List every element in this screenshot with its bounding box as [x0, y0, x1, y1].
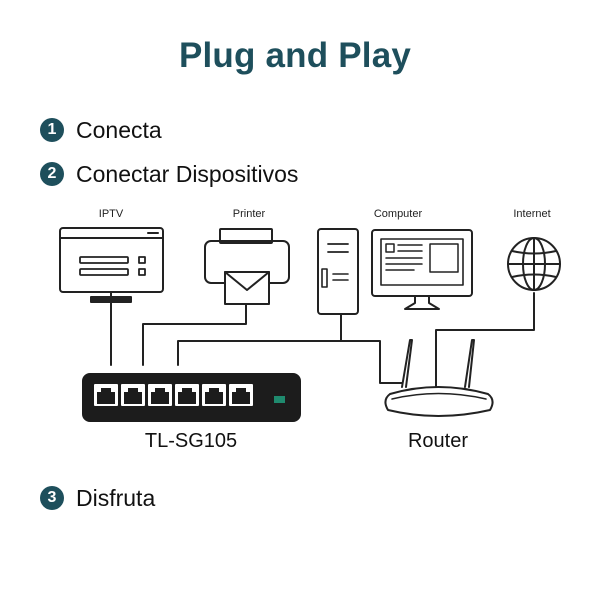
desktop-computer-icon	[317, 228, 473, 315]
switch-status-led	[274, 396, 285, 403]
step-2-number: 2	[40, 162, 64, 186]
printer-label: Printer	[232, 208, 266, 220]
step-2: 2 Conectar Dispositivos	[40, 160, 298, 188]
step-3: 3 Disfruta	[40, 484, 155, 512]
computer-router-cable	[340, 340, 403, 384]
internet-cable	[435, 292, 535, 388]
step-3-label: Disfruta	[76, 484, 156, 511]
step-2-label: Conectar Dispositivos	[76, 160, 299, 187]
step-3-number: 3	[40, 486, 64, 510]
globe-icon	[507, 237, 561, 291]
switch-label: TL-SG105	[144, 430, 238, 452]
tv-icon	[59, 227, 164, 303]
printer-icon	[204, 228, 290, 305]
step-1: 1 Conecta	[40, 116, 162, 144]
computer-cable	[177, 313, 342, 366]
step-1-number: 1	[40, 118, 64, 142]
step-1-label: Conecta	[76, 116, 162, 143]
page-title: Plug and Play	[178, 36, 412, 75]
router-icon	[384, 339, 494, 417]
computer-label: Computer	[373, 208, 423, 220]
connection-lines	[110, 292, 535, 388]
switch-ports	[94, 384, 253, 406]
iptv-label: IPTV	[98, 208, 124, 220]
printer-cable	[142, 304, 247, 366]
internet-label: Internet	[513, 208, 551, 220]
router-label: Router	[407, 430, 469, 452]
network-switch-icon	[82, 373, 301, 422]
